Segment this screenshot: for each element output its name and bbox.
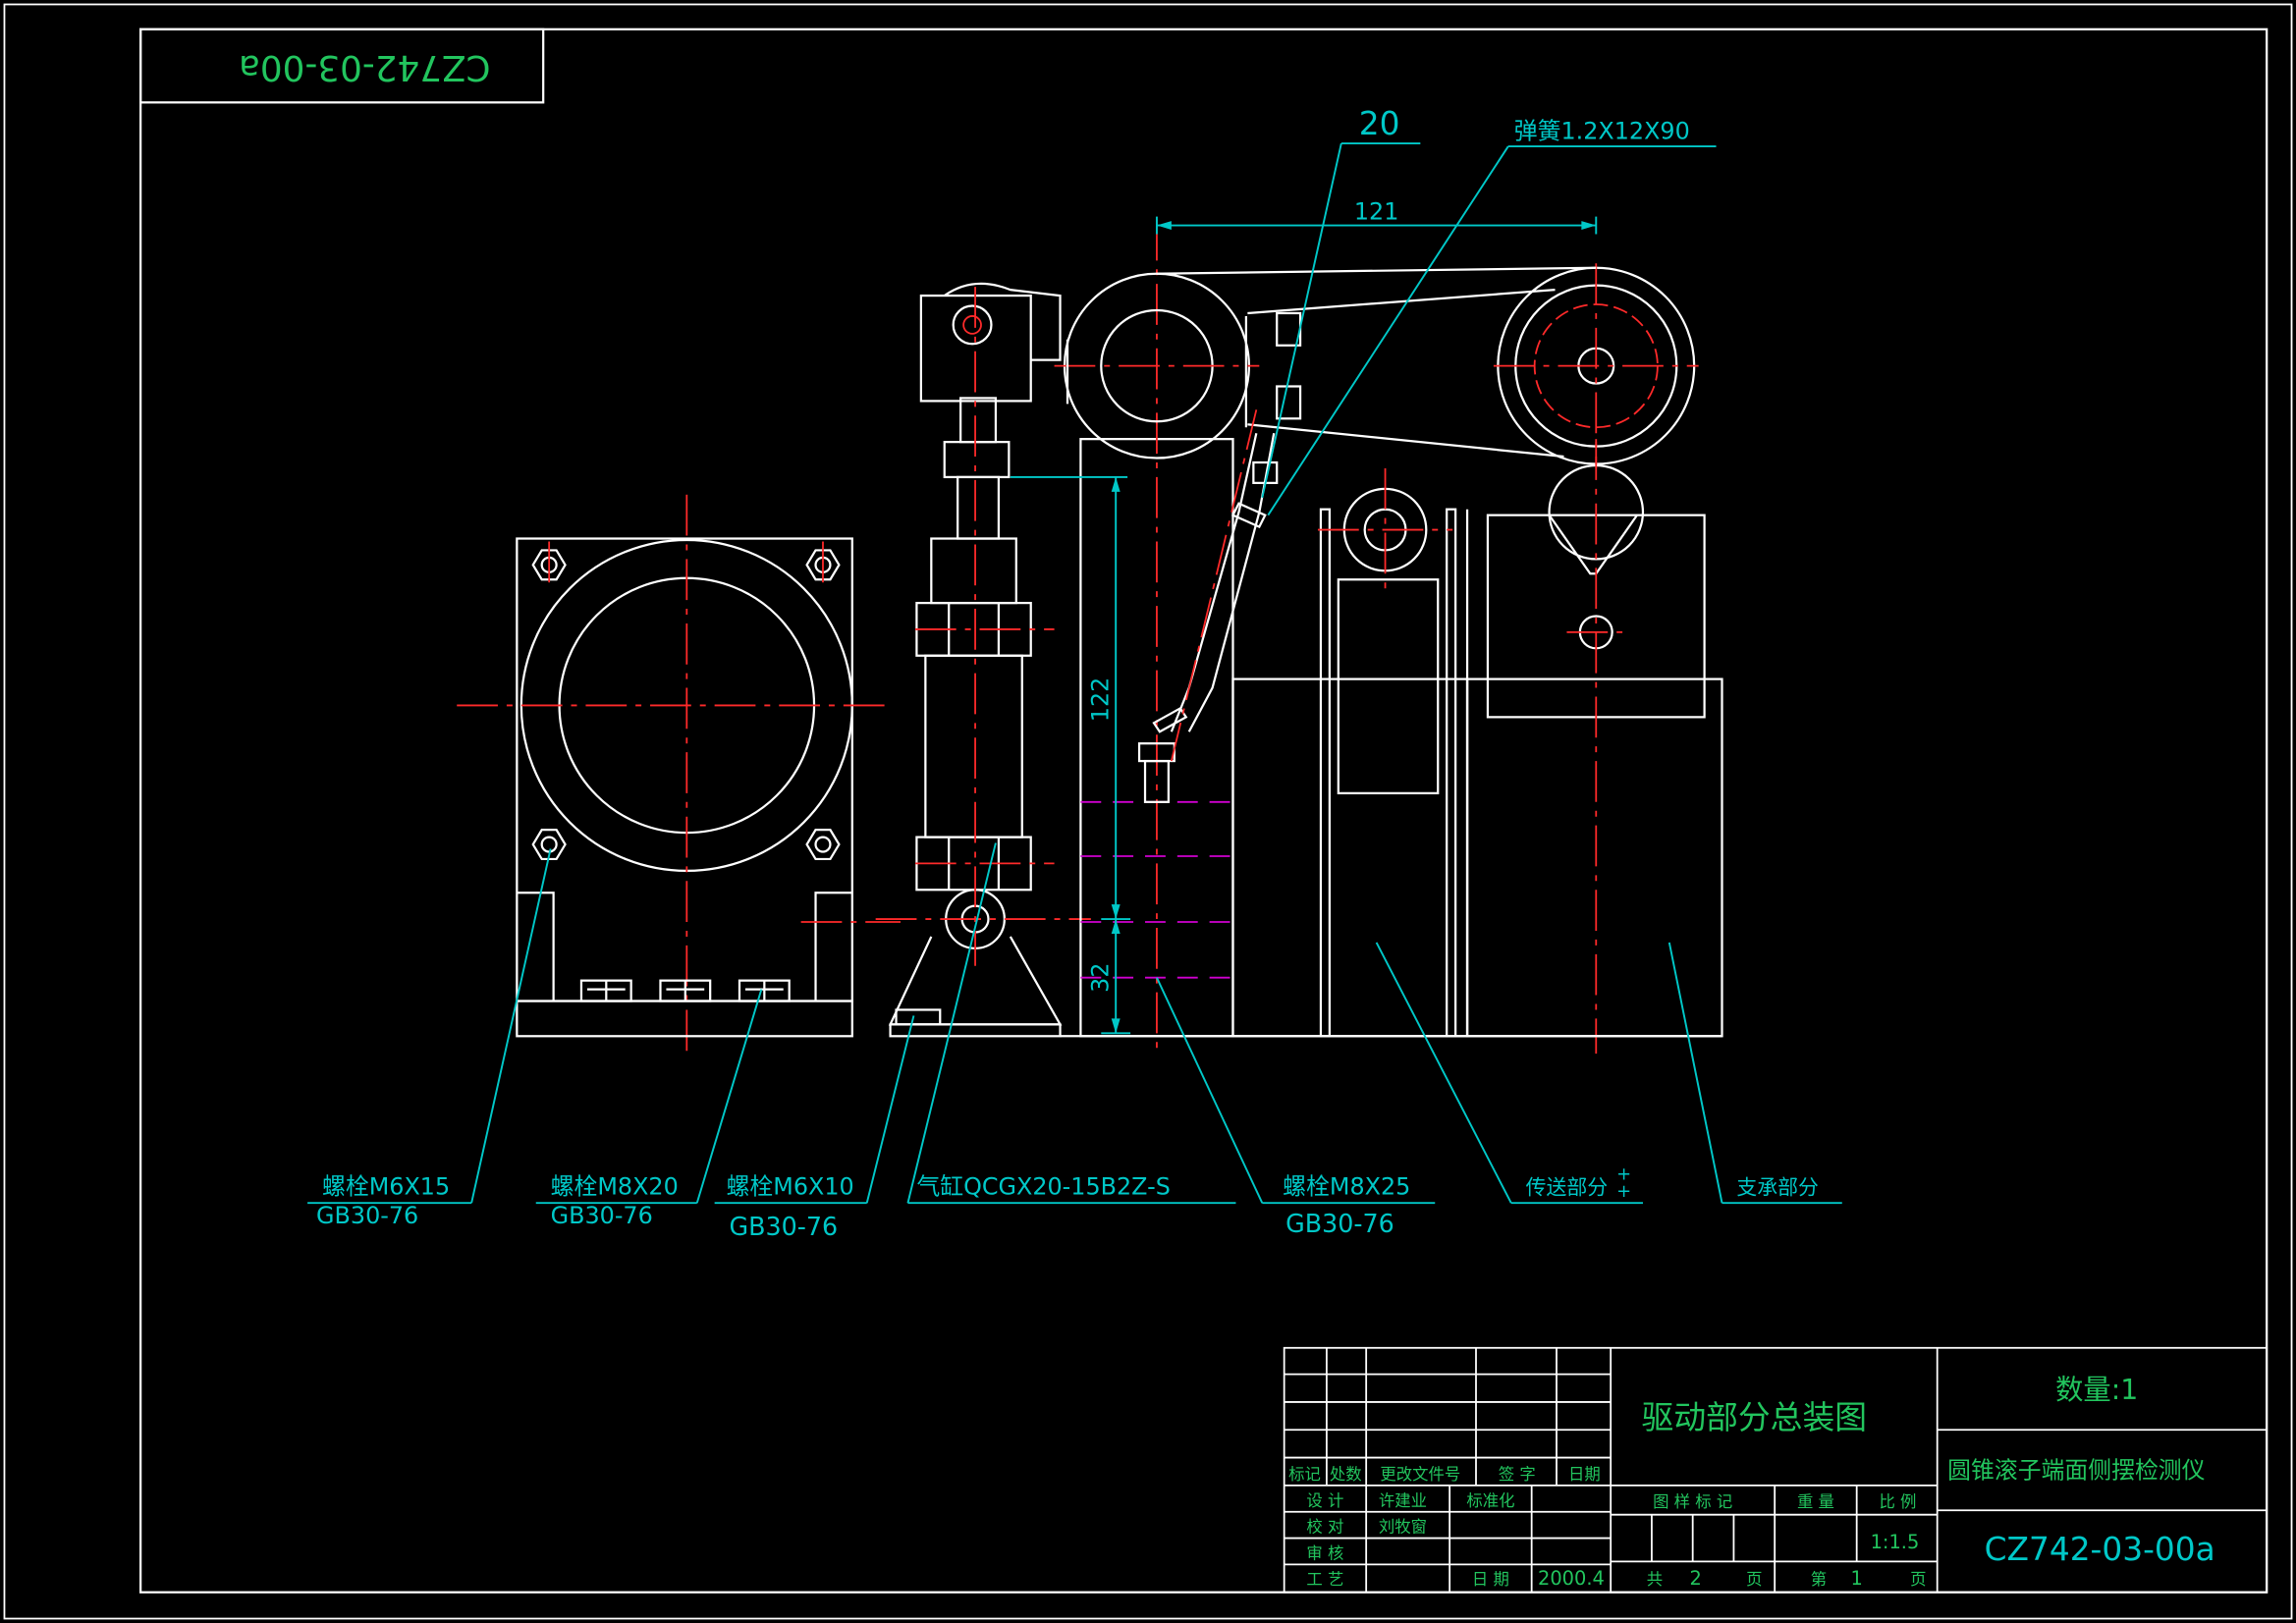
callout-bolt-m6x15-line1: 螺栓M6X15 bbox=[322, 1172, 450, 1200]
callout-transfer: 传送部分 + + bbox=[1526, 1163, 1631, 1202]
mirrored-code-box: CZ742-03-00a bbox=[139, 27, 545, 104]
outer-border bbox=[3, 3, 2293, 1620]
callout-support-line1: 支承部分 bbox=[1736, 1175, 1819, 1199]
spring-label: 弹簧1.2X12X90 bbox=[1514, 118, 1690, 145]
callout-bolt-m8x20: 螺栓M8X20 GB30-76 bbox=[551, 1172, 679, 1229]
total-page-unit: 页 bbox=[1746, 1570, 1762, 1589]
dim-32-text: 32 bbox=[1087, 963, 1115, 993]
sheet-unit: 页 bbox=[1910, 1570, 1926, 1589]
callout-spring: 弹簧1.2X12X90 bbox=[1267, 118, 1717, 516]
callout-bolt-m6x15: 螺栓M6X15 GB30-76 bbox=[316, 1172, 450, 1229]
sheet-label: 第 bbox=[1811, 1570, 1827, 1589]
header-count: 处数 bbox=[1330, 1465, 1362, 1484]
stage-mark-label: 图 样 标 记 bbox=[1653, 1492, 1732, 1511]
callout-20: 20 bbox=[1261, 105, 1421, 498]
callout-bolt-m8x25-line2: GB30-76 bbox=[1285, 1209, 1394, 1238]
air-cylinder bbox=[875, 282, 1091, 1038]
role-check-name: 刘牧窗 bbox=[1379, 1518, 1427, 1537]
transfer-section bbox=[1231, 467, 1469, 1038]
cross-mark-icon: + bbox=[1616, 1181, 1631, 1202]
gearbox-housing bbox=[457, 494, 902, 1055]
role-design: 设 计 bbox=[1306, 1491, 1343, 1510]
header-mark: 标记 bbox=[1288, 1465, 1321, 1484]
drawing-name: 驱动部分总装图 bbox=[1642, 1399, 1868, 1436]
callout-bolt-m8x25: 螺栓M8X25 GB30-76 bbox=[1283, 1172, 1410, 1238]
dim-121-text: 121 bbox=[1354, 198, 1399, 226]
product-name: 圆锥滚子端面侧摆检测仪 bbox=[1947, 1456, 2205, 1484]
dim-20-text: 20 bbox=[1359, 105, 1400, 142]
role-review: 审 核 bbox=[1306, 1543, 1343, 1562]
role-process: 工 艺 bbox=[1306, 1570, 1343, 1589]
callout-bolt-m6x10-line2: GB30-76 bbox=[730, 1212, 839, 1241]
mirrored-code-text: CZ742-03-00a bbox=[239, 47, 491, 87]
weight-label: 重 量 bbox=[1797, 1492, 1834, 1511]
date-value: 2000.4 bbox=[1538, 1567, 1605, 1590]
scale-label: 比 例 bbox=[1879, 1492, 1916, 1511]
role-design-name: 许建业 bbox=[1379, 1491, 1427, 1510]
dim-122-text: 122 bbox=[1087, 677, 1115, 723]
total-label: 共 bbox=[1647, 1570, 1663, 1589]
header-change-doc: 更改文件号 bbox=[1380, 1465, 1460, 1484]
callout-bolt-m6x10: 螺栓M6X10 GB30-76 bbox=[727, 1172, 854, 1241]
cross-mark-icon: + bbox=[1616, 1163, 1631, 1184]
support-section bbox=[1465, 439, 1723, 1055]
callout-bolt-m8x20-line2: GB30-76 bbox=[551, 1202, 653, 1229]
belt bbox=[1156, 266, 1597, 459]
dimension-121: 121 bbox=[1155, 198, 1598, 235]
callout-bolt-m8x20-line1: 螺栓M8X20 bbox=[551, 1172, 679, 1200]
total-pages: 2 bbox=[1689, 1567, 1701, 1590]
date-label: 日 期 bbox=[1472, 1570, 1509, 1589]
tension-lever bbox=[1152, 311, 1302, 762]
title-block-text: 驱动部分总装图 数量:1 圆锥滚子端面侧摆检测仪 CZ742-03-00a 标记… bbox=[1288, 1374, 2215, 1590]
housing-bolt-icon bbox=[531, 549, 841, 861]
header-signature: 签 字 bbox=[1499, 1465, 1536, 1484]
sheet-no: 1 bbox=[1851, 1567, 1863, 1590]
callout-bolt-m6x10-line1: 螺栓M6X10 bbox=[727, 1172, 854, 1200]
callout-bolt-m8x25-line1: 螺栓M8X25 bbox=[1283, 1172, 1410, 1200]
role-standard: 标准化 bbox=[1466, 1491, 1514, 1510]
role-check: 校 对 bbox=[1306, 1518, 1343, 1537]
leader-lines bbox=[307, 842, 1842, 1205]
callout-support: 支承部分 bbox=[1736, 1175, 1819, 1199]
quantity-label: 数量:1 bbox=[2055, 1374, 2138, 1406]
callout-transfer-line1: 传送部分 bbox=[1526, 1175, 1609, 1199]
header-date: 日期 bbox=[1568, 1465, 1601, 1484]
scale-value: 1:1.5 bbox=[1871, 1531, 1920, 1553]
callout-cylinder: 气缸QCGX20-15B2Z-S bbox=[916, 1172, 1170, 1200]
drawing-code: CZ742-03-00a bbox=[1985, 1531, 2215, 1568]
callout-cylinder-line1: 气缸QCGX20-15B2Z-S bbox=[916, 1172, 1170, 1200]
dimension-122: 122 32 bbox=[1010, 475, 1131, 1035]
callout-bolt-m6x15-line2: GB30-76 bbox=[316, 1202, 418, 1229]
drive-column bbox=[1079, 219, 1234, 1055]
title-block bbox=[1283, 1346, 2269, 1594]
base-bolt-icon bbox=[579, 979, 791, 1002]
right-pulley bbox=[1493, 263, 1699, 468]
